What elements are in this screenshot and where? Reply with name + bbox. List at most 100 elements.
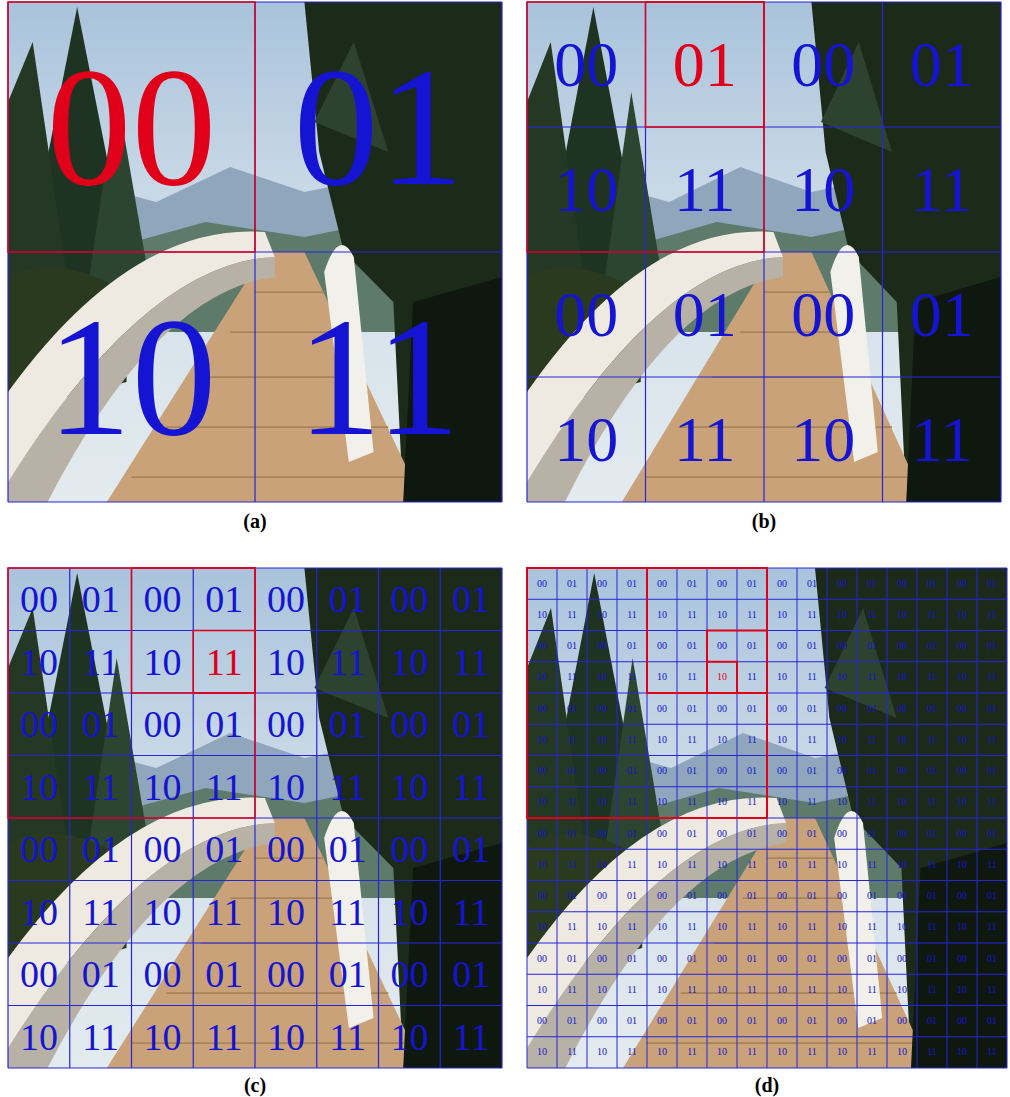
quadrant-code: 01 — [82, 580, 120, 618]
cell-slot: 01 — [917, 693, 947, 724]
quadrant-code: 01 — [867, 704, 877, 714]
grid-line — [977, 568, 978, 1068]
quadrant-code: 10 — [267, 768, 305, 806]
cell-slot: 00 — [132, 568, 194, 631]
quadrant-code: 00 — [897, 579, 907, 589]
quadrant-code: 01 — [673, 283, 737, 347]
quadrant-code: 11 — [687, 922, 697, 932]
quadrant-code: 11 — [927, 1047, 937, 1057]
quadrant-code: 01 — [452, 580, 490, 618]
cell-slot: 00 — [707, 568, 737, 599]
quadrant-code: 10 — [657, 672, 667, 682]
quadrant-code: 01 — [987, 1016, 997, 1026]
quadrant-code: 00 — [777, 1016, 787, 1026]
cell-slot: 11 — [557, 724, 587, 755]
cell-slot: 10 — [647, 787, 677, 818]
cell-slot: 10 — [379, 756, 441, 819]
cell-slot: 00 — [587, 631, 617, 662]
quadrant-code: 01 — [687, 579, 697, 589]
cell-slot: 10 — [527, 1037, 557, 1068]
cell-slot: 01 — [617, 1006, 647, 1037]
cell-slot: 00 — [827, 693, 857, 724]
quadrant-code: 00 — [537, 891, 547, 901]
quadrant-code: 10 — [657, 922, 667, 932]
cell-slot: 11 — [737, 662, 767, 693]
cell-slot: 01 — [917, 818, 947, 849]
cell-slot: 10 — [827, 724, 857, 755]
cell-slot: 00 — [767, 818, 797, 849]
quadrant-code: 10 — [390, 1018, 428, 1056]
quadrant-code: 01 — [205, 830, 243, 868]
quadrant-code: 11 — [674, 158, 736, 222]
cell-slot: 01 — [557, 631, 587, 662]
cell-slot: 00 — [827, 756, 857, 787]
quadrant-code: 01 — [747, 641, 757, 651]
quadrant-code: 10 — [717, 922, 727, 932]
cell-slot: 11 — [737, 787, 767, 818]
cell-slot: 00 — [587, 693, 617, 724]
panel-caption: (a) — [243, 511, 266, 531]
cell-slot: 10 — [707, 849, 737, 880]
cell-slot: 00 — [647, 631, 677, 662]
cell-slot: 00 — [887, 881, 917, 912]
grid-line — [527, 911, 1007, 912]
quadrant-code: 10 — [837, 1047, 847, 1057]
quadrant-code: 11 — [747, 860, 757, 870]
quadrant-code: 10 — [657, 860, 667, 870]
quadrant-code: 11 — [807, 797, 817, 807]
cell-slot: 01 — [193, 693, 255, 756]
cell-slot: 01 — [70, 818, 132, 881]
quadrant-code: 10 — [537, 672, 547, 682]
cell-slot: 10 — [764, 127, 883, 252]
cell-slot: 01 — [617, 693, 647, 724]
cell-slot: 11 — [797, 662, 827, 693]
grid-line — [887, 568, 888, 1068]
cell-slot: 11 — [917, 599, 947, 630]
quadrant-code: 11 — [687, 610, 697, 620]
cell-slot: 11 — [857, 599, 887, 630]
quadrant-code: 10 — [957, 797, 967, 807]
quadrant-code: 10 — [957, 735, 967, 745]
quadrant-code: 00 — [20, 955, 58, 993]
cell-slot: 00 — [767, 943, 797, 974]
cell-slot: 01 — [797, 756, 827, 787]
quadrant-code: 01 — [747, 954, 757, 964]
grid-line — [8, 1005, 502, 1006]
highlight-box — [707, 662, 737, 693]
cell-slot: 11 — [737, 974, 767, 1005]
quadrant-code: 10 — [267, 643, 305, 681]
quadrant-code: 00 — [837, 704, 847, 714]
cell-slot: 00 — [947, 943, 977, 974]
quadrant-code: 11 — [567, 922, 577, 932]
quadrant-code: 11 — [206, 643, 243, 681]
cell-slot: 01 — [977, 693, 1007, 724]
cell-slot: 00 — [764, 252, 883, 377]
quadrant-code: 11 — [927, 985, 937, 995]
quadrant-code: 10 — [777, 797, 787, 807]
quadrant-code: 00 — [791, 33, 855, 97]
quadrant-code: 10 — [777, 735, 787, 745]
bridge-photo — [8, 568, 502, 1068]
cell-slot: 10 — [587, 787, 617, 818]
cell-slot: 01 — [646, 252, 765, 377]
cell-slot: 11 — [646, 377, 765, 502]
cell-slot: 11 — [557, 912, 587, 943]
quadrant-code: 00 — [657, 766, 667, 776]
cell-slot: 11 — [917, 724, 947, 755]
cell-slot: 00 — [527, 818, 557, 849]
cell-slot: 11 — [977, 974, 1007, 1005]
cell-slot: 00 — [887, 631, 917, 662]
quadrant-code: 10 — [837, 985, 847, 995]
quadrant-code: 00 — [597, 641, 607, 651]
quadrant-code: 10 — [143, 893, 181, 931]
quadrant-code: 10 — [657, 735, 667, 745]
quadrant-code: 10 — [777, 672, 787, 682]
quadrant-code: 11 — [82, 1018, 119, 1056]
quadrant-code: 11 — [867, 797, 877, 807]
cell-slot: 10 — [132, 881, 194, 944]
panel-caption: (c) — [244, 1075, 266, 1095]
cell-slot: 11 — [917, 662, 947, 693]
quadrant-code: 11 — [687, 735, 697, 745]
cell-slot: 00 — [827, 568, 857, 599]
quadrant-code: 00 — [597, 579, 607, 589]
